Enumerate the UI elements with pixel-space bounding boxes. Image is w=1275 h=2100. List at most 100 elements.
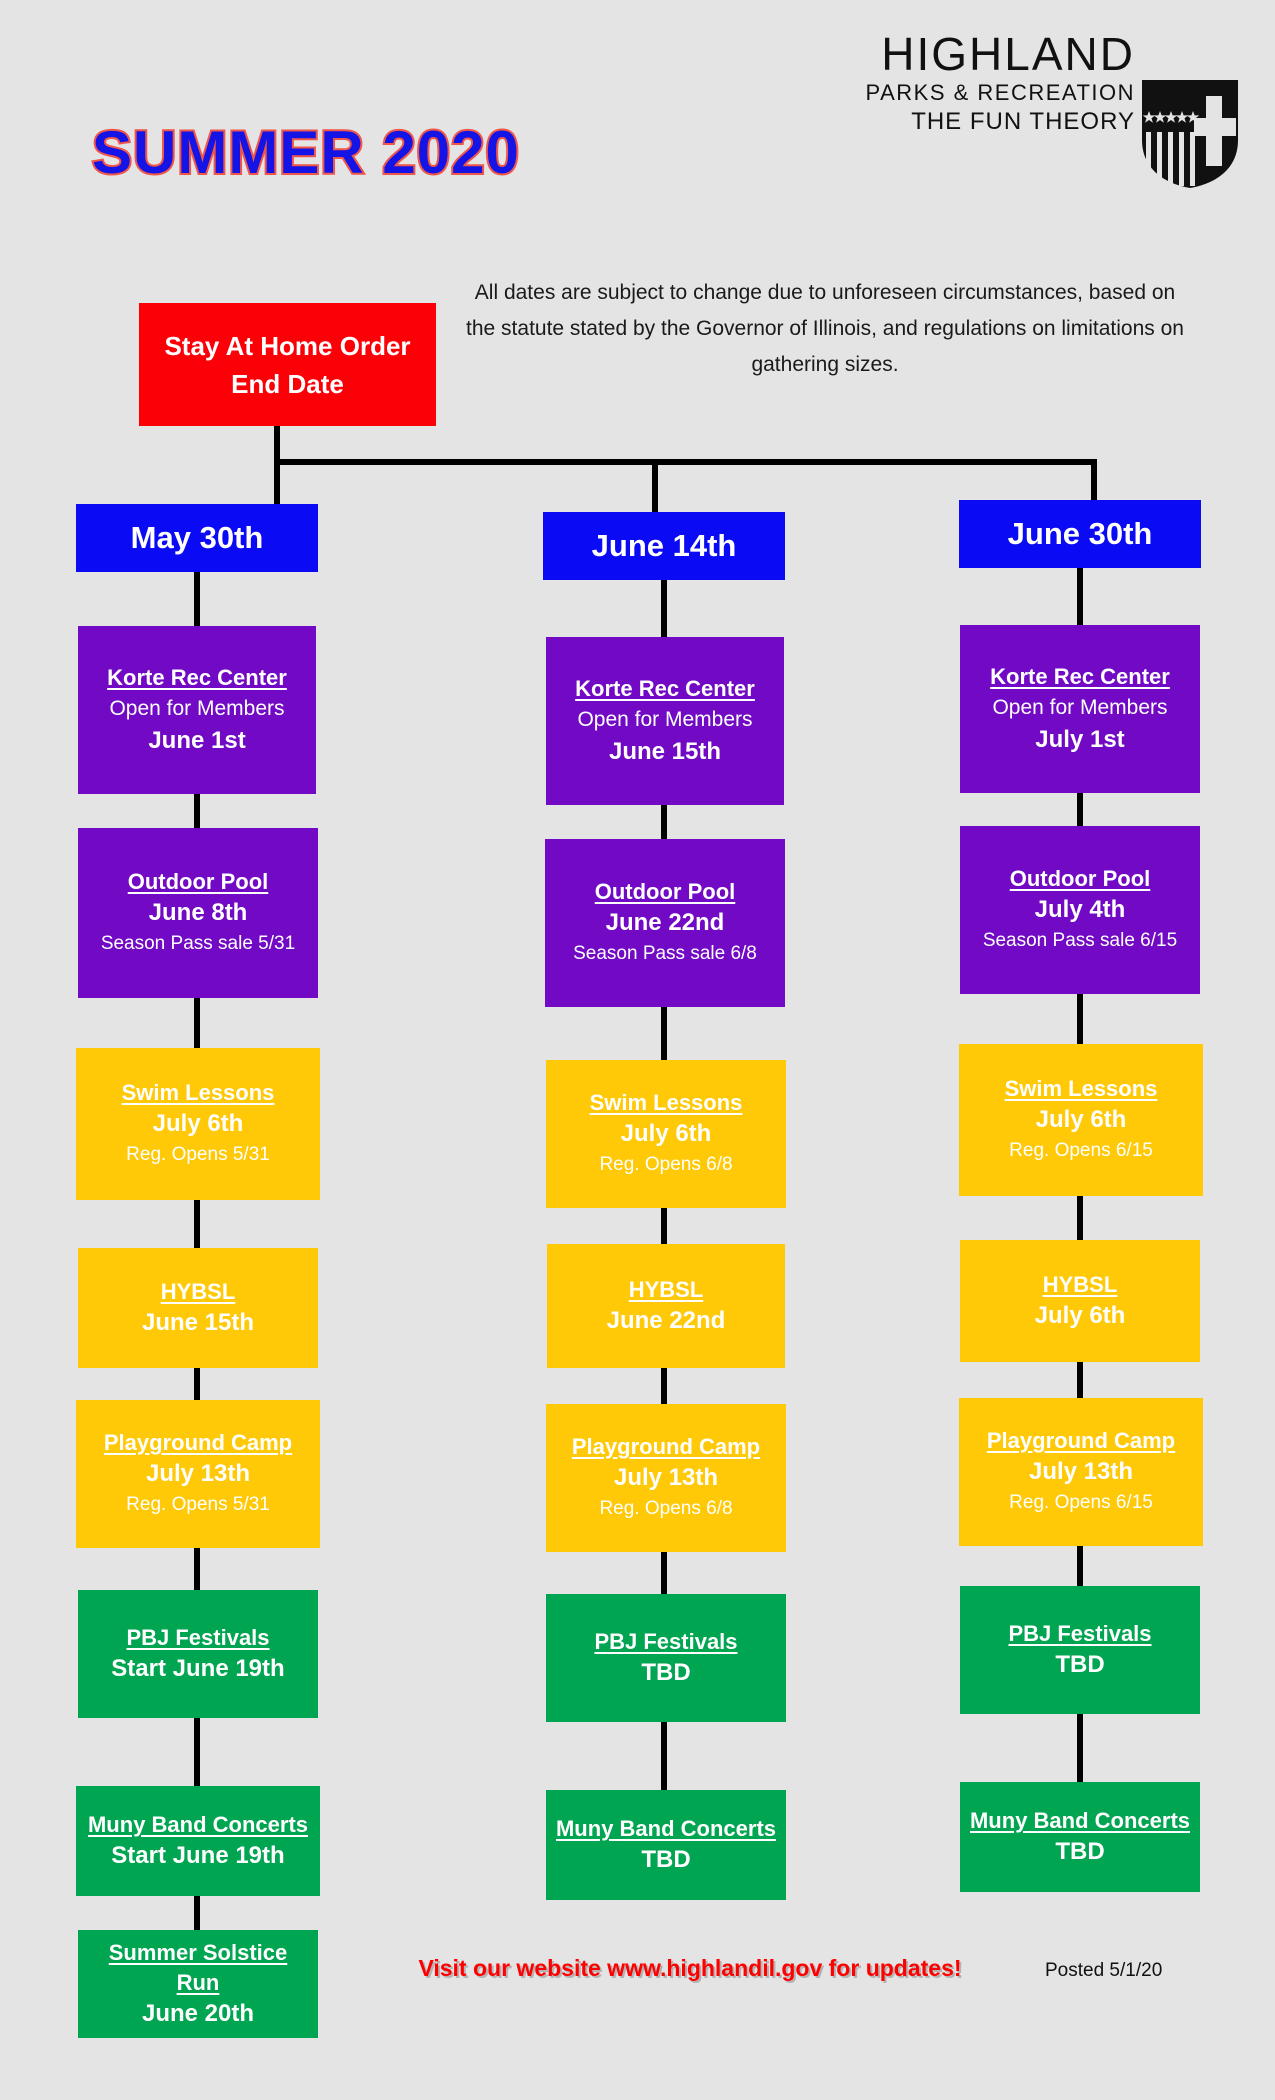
logo-line-parks-recreation: PARKS & RECREATION [865,80,1135,105]
node-primary-line: July 6th [152,1110,244,1137]
node-secondary-line: Season Pass sale 6/15 [982,930,1178,951]
node-primary-line: Open for Members [109,697,285,720]
connector-stem-c1-7 [194,1718,200,1786]
node-secondary-line: Season Pass sale 5/31 [100,933,296,954]
node-title: PBJ Festivals [1008,1621,1152,1646]
node-title: Korte Rec Center [575,676,755,701]
node-title: Stay At Home Order [164,330,411,361]
disclaimer-text: All dates are subject to change due to u… [466,281,1184,376]
connector-stem-c2-5 [661,1368,667,1404]
node-primary-line: July 6th [1035,1106,1127,1133]
connector-stem-c2-4 [661,1208,667,1244]
connector-root-drop [274,426,280,463]
node-primary-line: Open for Members [992,696,1168,719]
connector-stem-c1-6 [194,1548,200,1590]
connector-stem-c1-3 [194,998,200,1048]
node-secondary-line: Reg. Opens 5/31 [126,1494,270,1515]
node-primary-line: Start June 19th [111,1842,285,1869]
node-secondary-line: Reg. Opens 6/8 [599,1498,733,1519]
node-primary-line: July 4th [1034,896,1126,923]
column-header-2: June 14th [543,512,785,580]
connector-stem-c2-1 [661,580,667,637]
node-primary-line: June 22nd [606,1307,726,1334]
node-primary-line: July 6th [1034,1302,1126,1329]
node-title: HYBSL [628,1277,704,1302]
node-title: Swim Lessons [589,1090,743,1115]
node-title: Summer Solstice Run [108,1940,288,1995]
node-title: Muny Band Concerts [969,1808,1191,1833]
node-title: Playground Camp [103,1430,293,1455]
connector-drop-col3 [1091,459,1097,511]
node-title: Outdoor Pool [1009,866,1151,891]
highland-parks-recreation-logo: HIGHLAND PARKS & RECREATION THE FUN THEO… [810,30,1240,188]
node-primary-line: July 13th [145,1460,251,1487]
connector-drop-col1 [274,459,280,514]
page-title: SUMMER 2020 [90,117,521,188]
connector-stem-c1-2 [194,794,200,828]
node-secondary-line: Reg. Opens 6/15 [1009,1492,1153,1513]
node-secondary-line: Season Pass sale 6/8 [573,943,757,964]
node-primary-line: TBD [641,1659,691,1686]
node-title: Korte Rec Center [990,664,1170,689]
node-title: Playground Camp [986,1428,1176,1453]
node-primary-line: June 8th [148,899,248,926]
node-primary-line: Open for Members [577,708,753,731]
connector-stem-c3-4 [1077,1196,1083,1240]
node-title: PBJ Festivals [126,1625,270,1650]
connector-stem-c2-6 [661,1552,667,1594]
node-primary-line: TBD [641,1846,691,1873]
node-secondary-line: June 15th [608,738,722,765]
node-title: Playground Camp [571,1434,761,1459]
node-primary-line: June 22nd [605,909,725,936]
connector-horizontal-bus [274,459,1097,465]
connector-stem-c3-3 [1077,994,1083,1044]
connector-stem-c2-2 [661,805,667,839]
node-secondary-line: June 1st [148,727,246,754]
node-title: Outdoor Pool [594,879,736,904]
node-title: Muny Band Concerts [87,1812,309,1837]
node-primary-line: July 6th [620,1120,712,1147]
node-primary-line: June 15th [141,1309,255,1336]
connector-stem-c3-1 [1077,568,1083,625]
connector-stem-c2-3 [661,1007,667,1060]
column-header-label: June 14th [591,528,737,563]
node-title: Korte Rec Center [107,665,287,690]
logo-line-fun-theory: THE FUN THEORY [911,108,1135,135]
connector-stem-c1-1 [194,572,200,626]
node-title: PBJ Festivals [594,1629,738,1654]
connector-stem-c2-7 [661,1722,667,1790]
node-secondary-line: July 1st [1035,726,1125,753]
posted-date: Posted 5/1/20 [1045,1960,1163,1981]
node-primary-line: Start June 19th [111,1655,285,1682]
node-primary-line: TBD [1055,1651,1105,1678]
column-header-label: June 30th [1007,516,1153,551]
timeline-node: HYBSL June 15th [78,1248,318,1368]
node-primary-line: June 20th [141,2000,255,2027]
node-secondary-line: Reg. Opens 6/15 [1009,1140,1153,1161]
column-header-label: May 30th [130,520,264,555]
column-header-3: June 30th [959,500,1201,568]
node-title: HYBSL [160,1279,236,1304]
node-title-line2: End Date [231,368,344,399]
connector-stem-c3-5 [1077,1362,1083,1398]
column-header-1: May 30th [76,504,318,572]
connector-stem-c3-2 [1077,793,1083,826]
